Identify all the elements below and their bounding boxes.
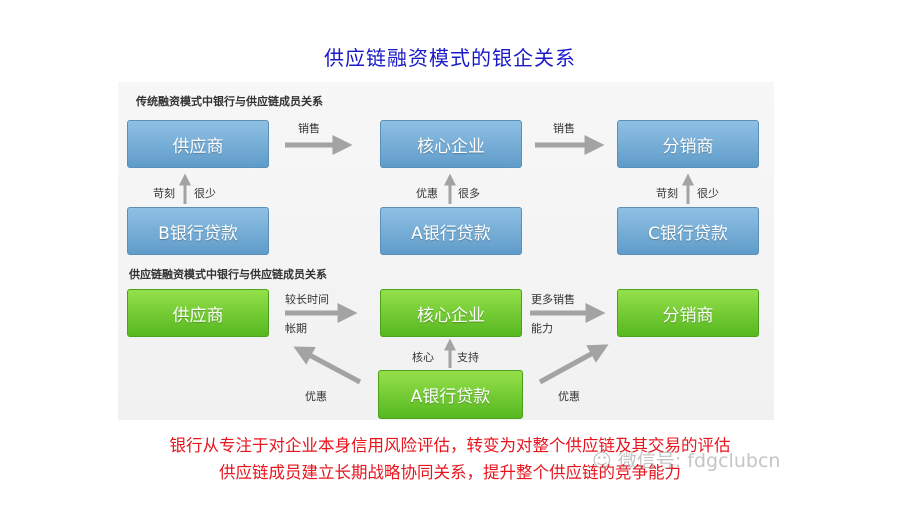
- scf-arrow1-bottom-label: 帐期: [285, 322, 307, 335]
- scf-bank-a-loan-box: A银行贷款: [378, 370, 523, 419]
- arrow-diagonal-icon: [538, 344, 609, 385]
- arrow-diagonal-icon: [293, 346, 362, 385]
- scf-core-left-label: 核心: [412, 351, 434, 364]
- scf-core-box: 核心企业: [380, 289, 522, 337]
- scf-pref-right-label: 优惠: [558, 390, 580, 403]
- wechat-icon: ☺: [592, 450, 612, 472]
- bank-b-right-label: 很少: [194, 187, 216, 200]
- traditional-core-box: 核心企业: [380, 120, 522, 168]
- footer-line-1: 银行从专注于对企业本身信用风险评估，转变为对整个供应链及其交易的评估: [169, 436, 731, 455]
- scf-arrow2-bottom-label: 能力: [531, 322, 553, 335]
- traditional-distributor-box: 分销商: [617, 120, 759, 168]
- bank-c-right-label: 很少: [697, 187, 719, 200]
- scf-heading: 供应链融资模式中银行与供应链成员关系: [129, 268, 327, 281]
- scf-arrow1-top-label: 较长时间: [285, 293, 329, 306]
- scf-pref-left-label: 优惠: [305, 390, 327, 403]
- footer-line-2: 供应链成员建立长期战略协同关系，提升整个供应链的竞争能力: [219, 463, 681, 482]
- bank-c-left-label: 苛刻: [656, 187, 678, 200]
- bank-b-left-label: 苛刻: [153, 187, 175, 200]
- bank-a-loan-box-traditional: A银行贷款: [380, 207, 522, 255]
- watermark-text: 微信号: fdgclubcn: [617, 450, 781, 472]
- traditional-sales-label-1: 销售: [298, 122, 320, 135]
- traditional-sales-label-2: 销售: [553, 122, 575, 135]
- bank-a-right-label: 很多: [458, 187, 480, 200]
- scf-distributor-box: 分销商: [617, 289, 759, 337]
- scf-arrow2-top-label: 更多销售: [531, 293, 575, 306]
- traditional-heading: 传统融资模式中银行与供应链成员关系: [136, 95, 323, 108]
- scf-core-right-label: 支持: [457, 351, 479, 364]
- wechat-watermark: ☺ 微信号: fdgclubcn: [592, 446, 780, 473]
- bank-c-loan-box: C银行贷款: [617, 207, 759, 255]
- scf-supplier-box: 供应商: [127, 289, 269, 337]
- page-title: 供应链融资模式的银企关系: [324, 46, 576, 70]
- bank-b-loan-box: B银行贷款: [127, 207, 269, 255]
- bank-a-left-label: 优惠: [416, 187, 438, 200]
- traditional-supplier-box: 供应商: [127, 120, 269, 168]
